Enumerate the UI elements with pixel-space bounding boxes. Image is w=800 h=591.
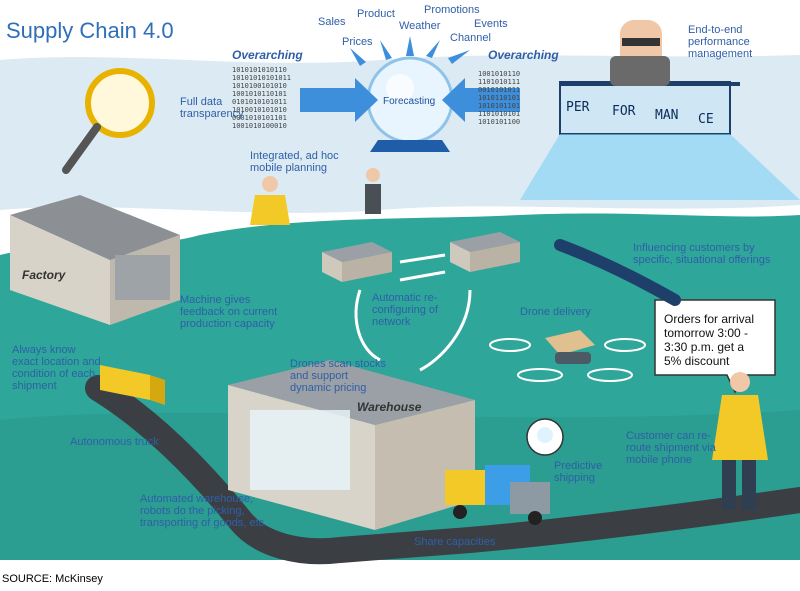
auto-reconfig-label: Automatic re- configuring of network (372, 292, 439, 328)
drone (489, 330, 646, 382)
binary-line: 1010010101010 (232, 106, 287, 114)
input-product: Product (357, 8, 395, 20)
input-prices: Prices (342, 36, 373, 48)
forecast-input-arrows (350, 36, 470, 66)
always-know-label: Always know exact location and condition… (12, 344, 101, 392)
offer-bubble-shape (554, 239, 776, 394)
binary-line: 1001010110 (478, 70, 521, 78)
delivery-truck (445, 465, 550, 525)
integrated-planning-label: Integrated, ad hoc mobile planning (250, 150, 339, 174)
offer-bubble-text: Orders for arrival tomorrow 3:00 - 3:30 … (664, 312, 755, 368)
binary-line: 1010101010110 (232, 66, 287, 74)
predictive-bubble (526, 418, 564, 456)
manager-figure (610, 20, 670, 86)
drone-delivery-label: Drone delivery (520, 306, 591, 318)
binary-line: 10101010101011 (232, 74, 292, 82)
binary-line: 0001010101101 (232, 114, 287, 122)
arrow-left-to-forecast (300, 78, 378, 122)
autonomous-truck (100, 365, 165, 405)
depot-left (322, 242, 392, 282)
input-weather: Weather (399, 20, 441, 32)
reconfig-arrows (354, 253, 472, 372)
depot-right (450, 232, 520, 272)
share-capacities-label: Share capacities (414, 536, 496, 548)
binary-line: 1010100101010 (232, 82, 287, 90)
machine-feedback-label: Machine gives feedback on current produc… (180, 294, 278, 330)
customer-figure (712, 372, 768, 510)
binary-line: 1010110101 (478, 94, 521, 102)
binary-stream-right: 1001010110 1101010111 0010101011 1010110… (478, 70, 520, 126)
input-events: Events (474, 18, 508, 30)
binary-line: 1010101100 (478, 118, 521, 126)
planner-figures (250, 168, 381, 225)
binary-line: 0101010101011 (232, 98, 287, 106)
binary-stream-left: 1010101010110 10101010101011 10101001010… (232, 66, 291, 130)
arrow-right-to-forecast (442, 78, 520, 122)
factory-label: Factory (22, 268, 66, 282)
performance-seg-1: PER (566, 100, 590, 115)
performance-seg-3: MAN (655, 108, 679, 123)
performance-seg-2: FOR (612, 104, 636, 119)
drones-scan-label: Drones scan stocks and support dynamic p… (290, 358, 386, 394)
page-title: Supply Chain 4.0 (6, 18, 174, 43)
warehouse-label: Warehouse (357, 400, 422, 414)
full-data-transparency-label: Full data transparency (180, 96, 244, 120)
binary-line: 0010101011 (478, 86, 521, 94)
road (85, 375, 800, 565)
source-credit: SOURCE: McKinsey (2, 573, 103, 585)
customer-reroute-label: Customer can re- route shipment via mobi… (626, 430, 716, 466)
binary-line: 1001010100010 (232, 122, 287, 130)
forecasting-label: Forecasting (383, 96, 436, 107)
factory-building (10, 195, 180, 325)
forecasting-orb (366, 56, 454, 152)
magnifier-icon (62, 68, 155, 174)
predictive-shipping-label: Predictive shipping (554, 460, 603, 484)
overarching-right-label: Overarching (488, 48, 559, 62)
input-sales: Sales (318, 16, 346, 28)
binary-line: 1101010101 (478, 110, 521, 118)
automated-warehouse-label: Automated warehouse, robots do the picki… (140, 493, 268, 529)
input-channel: Channel (450, 32, 491, 44)
autonomous-truck-label: Autonomous truck (70, 436, 159, 448)
binary-line: 1001010110101 (232, 90, 287, 98)
binary-line: 1010101101 (478, 102, 521, 110)
end-to-end-label: End-to-end performance management (688, 24, 753, 60)
performance-seg-4: CE (698, 112, 714, 127)
binary-line: 1101010111 (478, 78, 521, 86)
influencing-label: Influencing customers by specific, situa… (633, 242, 771, 266)
performance-banner (520, 81, 800, 200)
overarching-left-label: Overarching (232, 48, 303, 62)
input-promotions: Promotions (424, 4, 480, 16)
